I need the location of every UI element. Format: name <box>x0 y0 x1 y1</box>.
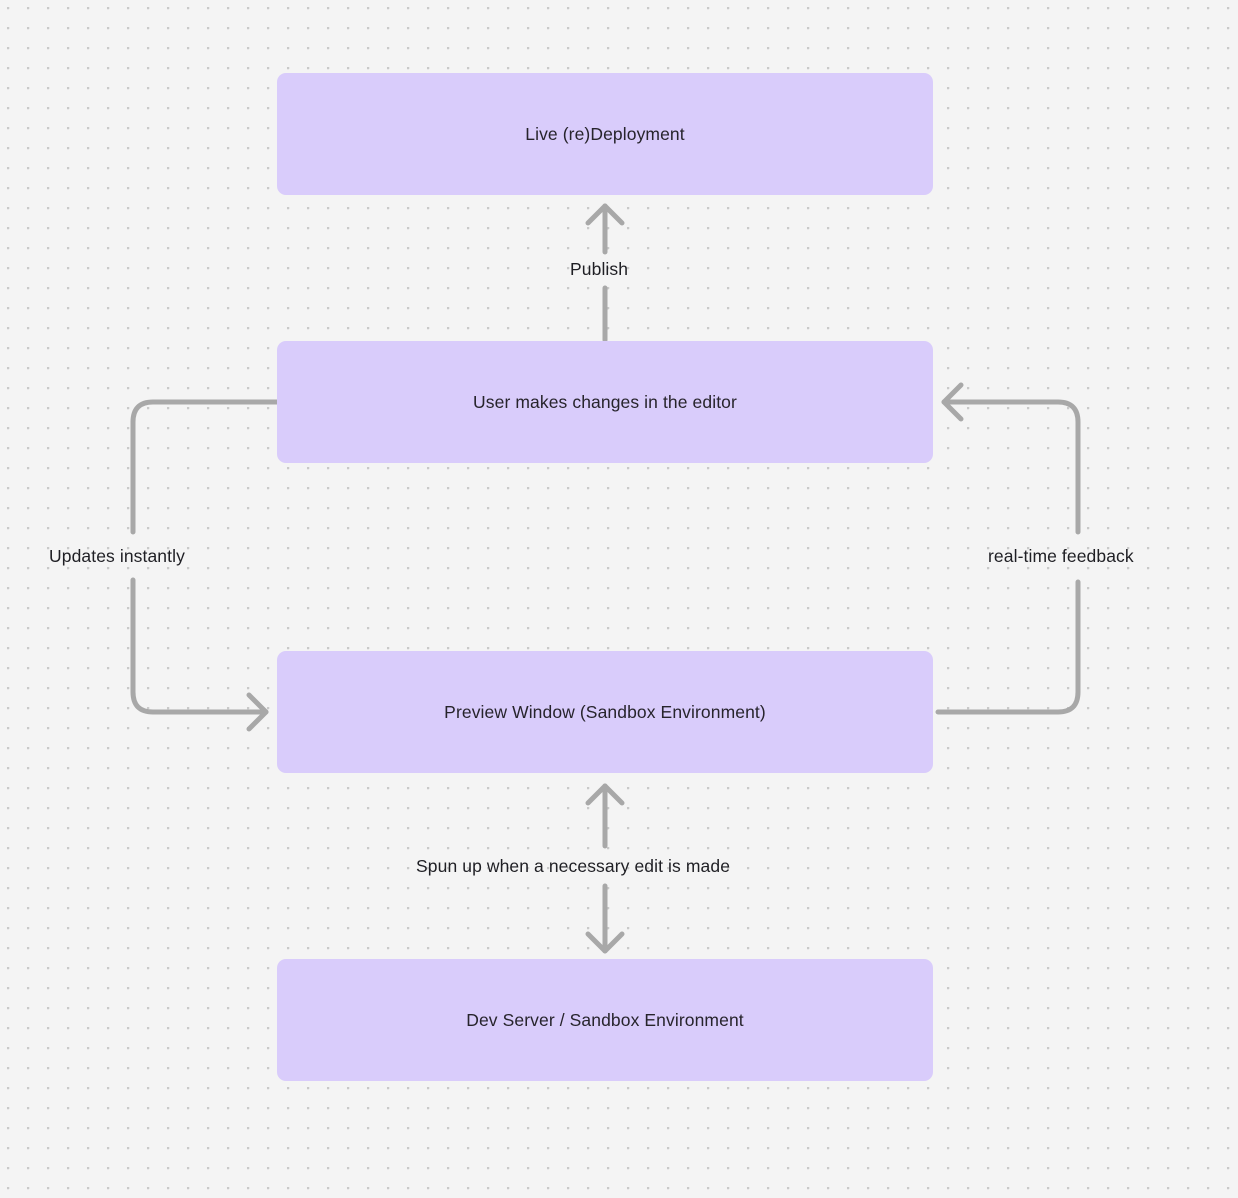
edge-spin-up-arrowhead-down-icon <box>585 931 625 954</box>
edge-label-publish: Publish <box>570 259 629 279</box>
edge-label-real-time-feedback: real-time feedback <box>988 546 1134 566</box>
edge-spin-up-arrowhead-up-icon <box>585 783 625 806</box>
node-preview-window-label: Preview Window (Sandbox Environment) <box>444 701 766 722</box>
edge-real-time-feedback-upper-segment <box>941 399 1081 535</box>
edge-real-time-feedback-lower-segment <box>935 579 1081 715</box>
edge-label-updates-instantly: Updates instantly <box>49 546 185 566</box>
node-live-deployment-label: Live (re)Deployment <box>525 123 685 144</box>
edge-updates-instantly-lower-segment <box>130 577 269 715</box>
node-live-deployment[interactable]: Live (re)Deployment <box>277 73 933 195</box>
edge-real-time-feedback-arrowhead-icon <box>941 382 964 422</box>
edge-updates-instantly-arrowhead-icon <box>246 692 269 732</box>
node-dev-server[interactable]: Dev Server / Sandbox Environment <box>277 959 933 1081</box>
edge-label-spin-up: Spun up when a necessary edit is made <box>416 856 731 876</box>
node-dev-server-label: Dev Server / Sandbox Environment <box>466 1009 744 1030</box>
node-preview-window[interactable]: Preview Window (Sandbox Environment) <box>277 651 933 773</box>
node-user-edits[interactable]: User makes changes in the editor <box>277 341 933 463</box>
node-user-edits-label: User makes changes in the editor <box>473 391 737 412</box>
edge-publish-arrowhead-icon <box>585 203 625 226</box>
edge-updates-instantly-upper-segment <box>130 399 280 535</box>
